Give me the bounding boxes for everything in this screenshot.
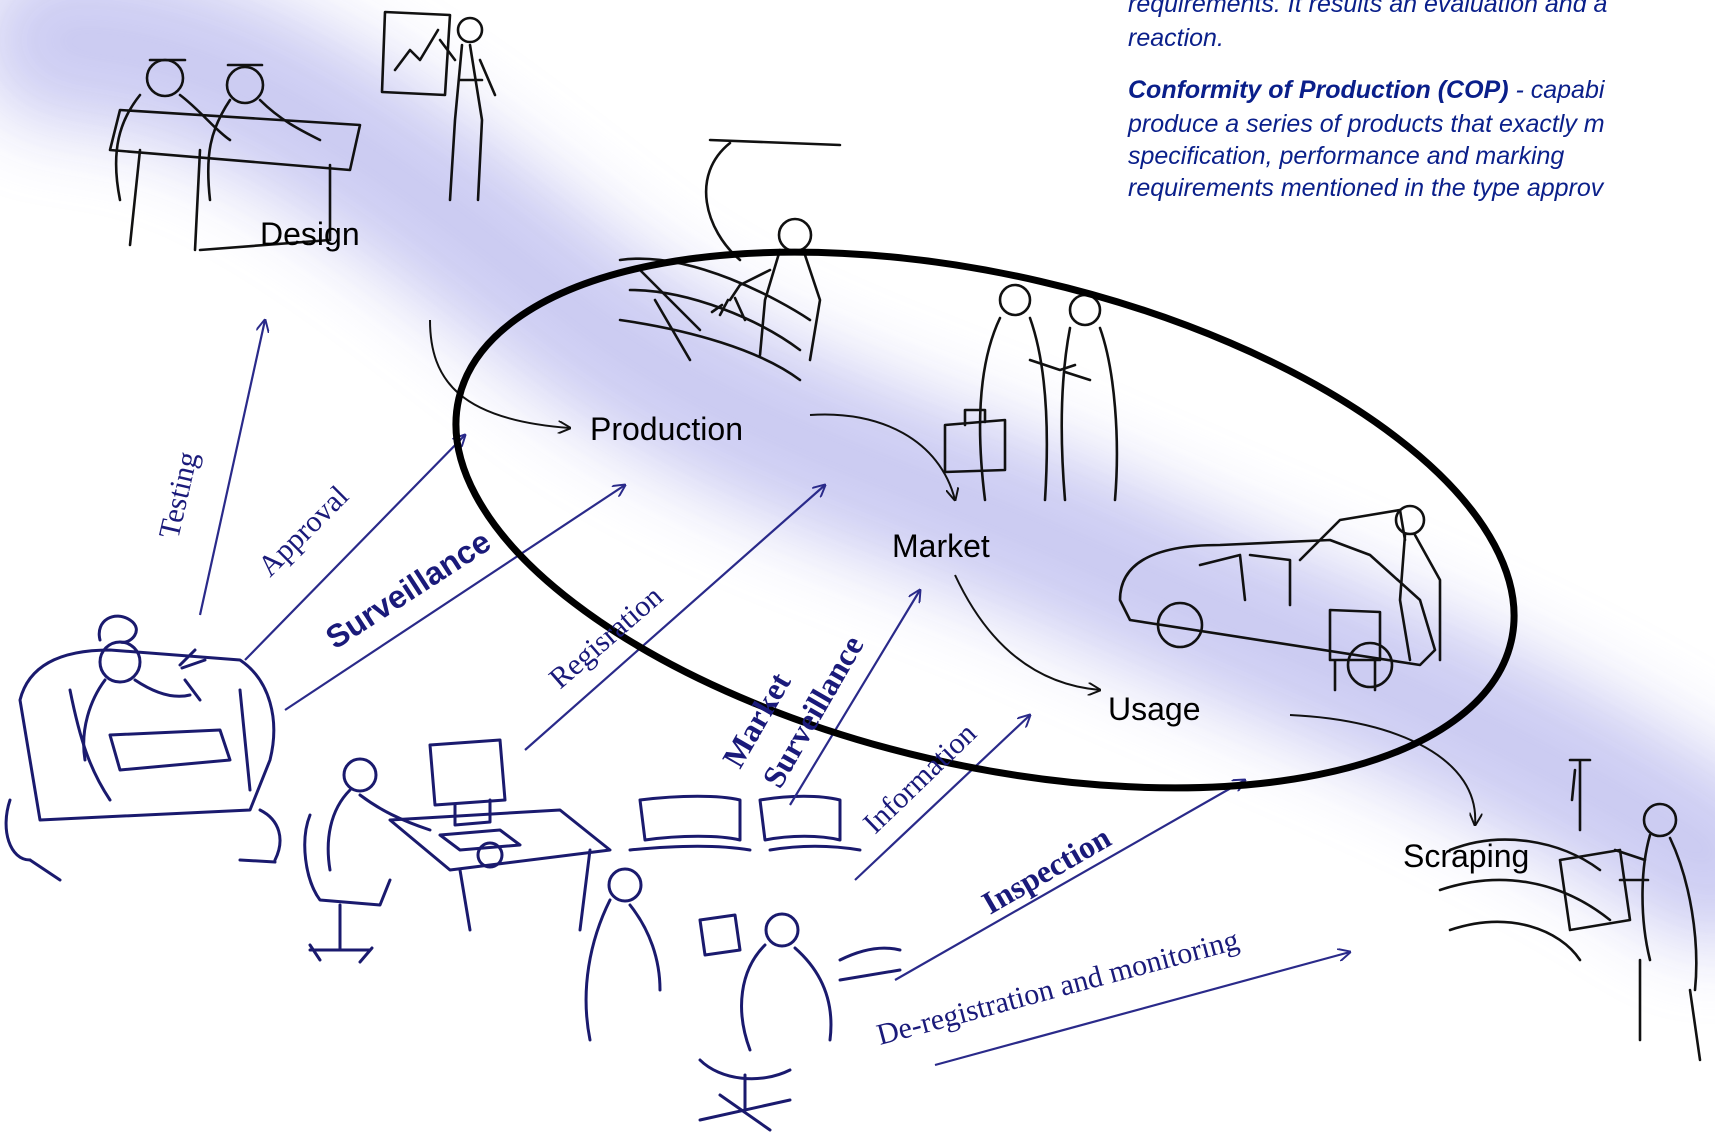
information-arrow bbox=[854, 715, 1030, 881]
label-inspection: Inspection bbox=[976, 819, 1117, 921]
market-surveillance-arrow bbox=[789, 590, 920, 806]
stage-usage: Usage bbox=[1108, 691, 1201, 727]
stage-design: Design bbox=[260, 216, 360, 252]
approval-arrow bbox=[244, 435, 465, 661]
stage-market: Market bbox=[892, 528, 990, 564]
cop-note: requirements. It results an evaluation a… bbox=[1127, 0, 1608, 202]
surveillance-arrow bbox=[284, 485, 625, 711]
label-testing: Testing bbox=[153, 449, 205, 542]
cop-rest: - capabi bbox=[1509, 76, 1606, 104]
label-approval: Approval bbox=[252, 479, 355, 582]
testing-arrow bbox=[198, 320, 265, 616]
production-to-market-arrow bbox=[809, 413, 955, 500]
note-cop-line-4: requirements mentioned in the type appro… bbox=[1128, 174, 1605, 202]
registration-arrow bbox=[524, 485, 825, 751]
lifecycle-band bbox=[0, 0, 1715, 945]
market-to-usage-arrow bbox=[954, 574, 1100, 690]
inspection-arrow bbox=[894, 780, 1245, 981]
note-line-1: requirements. It results an evaluation a… bbox=[1128, 0, 1608, 18]
note-line-2: reaction. bbox=[1128, 24, 1224, 52]
scrap-worker-icon bbox=[1438, 758, 1702, 1062]
stage-production: Production bbox=[590, 411, 743, 447]
cop-term: Conformity of Production (COP) bbox=[1128, 76, 1509, 104]
usage-to-scraping-arrow bbox=[1289, 714, 1475, 825]
conformity-of-production-ellipse bbox=[452, 248, 1518, 792]
presenter-icon bbox=[380, 10, 497, 202]
deregistration-arrow bbox=[934, 952, 1350, 1067]
activity-arrows bbox=[198, 320, 1350, 1067]
note-cop-line-1: Conformity of Production (COP) - capabi bbox=[1128, 76, 1606, 104]
handshake-icon bbox=[943, 283, 1119, 502]
designers-icon bbox=[108, 58, 362, 252]
mechanic-icon bbox=[4, 614, 282, 882]
computer-desk-icon bbox=[303, 738, 612, 964]
label-surveillance: Surveillance bbox=[319, 523, 497, 656]
car-repair-icon bbox=[1118, 504, 1442, 692]
stage-scraping: Scraping bbox=[1403, 838, 1529, 874]
welder-icon bbox=[618, 138, 842, 382]
note-cop-line-2: produce a series of products that exactl… bbox=[1127, 110, 1605, 138]
note-cop-line-3: specification, performance and marking bbox=[1128, 142, 1564, 170]
call-center-icon bbox=[584, 794, 902, 1132]
